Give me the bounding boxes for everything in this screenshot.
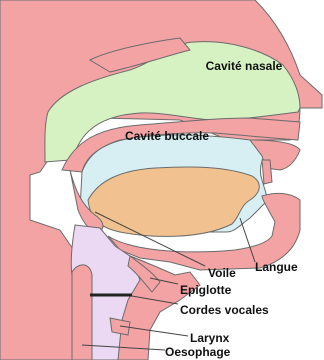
label-nasal-cavity: Cavité nasale (206, 59, 283, 73)
label-epiglotte: Epiglotte (180, 283, 232, 297)
label-oesophage: Oesophage (165, 345, 231, 359)
label-larynx: Larynx (190, 331, 230, 345)
label-langue: Langue (255, 260, 298, 274)
label-cordes-vocales: Cordes vocales (180, 303, 269, 317)
label-voile: Voile (208, 266, 236, 280)
upper-tooth (262, 160, 272, 184)
label-buccal-cavity: Cavité buccale (125, 129, 209, 143)
